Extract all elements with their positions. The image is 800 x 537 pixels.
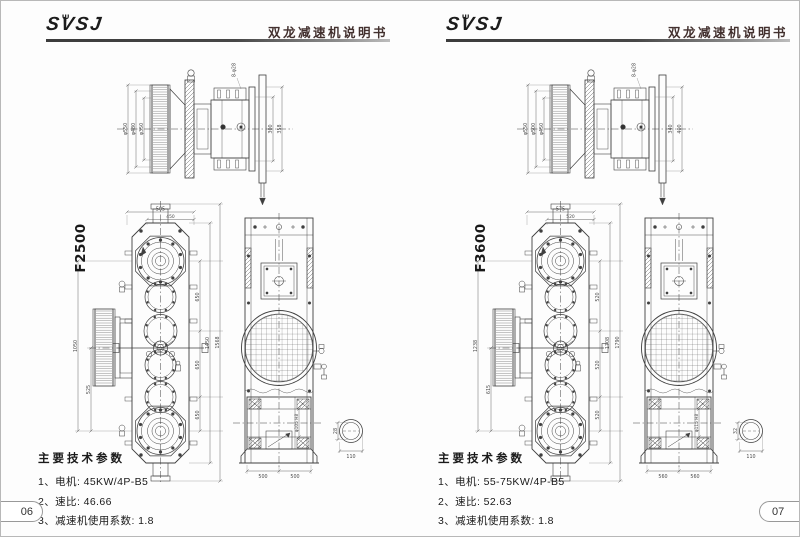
- svg-text:500: 500: [258, 474, 267, 480]
- svg-text:φ550: φ550: [523, 123, 529, 135]
- svg-text:560: 560: [690, 474, 699, 480]
- svg-text:400: 400: [677, 124, 683, 133]
- technical-parameters: 主要技术参数 1、电机: 45KW/4P-B5 2、速比: 46.66 3、减速…: [38, 450, 154, 533]
- svg-text:520: 520: [566, 214, 575, 220]
- svg-text:560: 560: [658, 474, 667, 480]
- header-rule-divider: [446, 39, 790, 42]
- param-service-factor: 3、减速机使用系数: 1.8: [438, 515, 554, 527]
- svg-text:8-φ28: 8-φ28: [632, 63, 638, 77]
- param-ratio: 2、速比: 52.63: [438, 495, 512, 508]
- svg-text:φ105 H8: φ105 H8: [294, 414, 300, 433]
- trident-icon: Ψ: [62, 13, 70, 23]
- svg-text:520: 520: [595, 360, 601, 369]
- param-service-factor: 3、减速机使用系数: 1.8: [38, 515, 154, 527]
- svg-text:1450: 1450: [205, 337, 211, 349]
- param-motor: 1、电机: 45KW/4P-B5: [38, 476, 149, 488]
- technical-parameters: 主要技术参数 1、电机: 55-75KW/4P-B5 2、速比: 52.63 3…: [438, 450, 565, 533]
- page-number-tab: 06: [1, 501, 43, 522]
- page-number: 07: [772, 506, 785, 518]
- svg-text:φ550: φ550: [123, 123, 129, 135]
- header-rule-divider: [46, 39, 390, 42]
- svg-text:525: 525: [86, 385, 92, 394]
- svg-text:110: 110: [746, 454, 755, 460]
- param-ratio: 2、速比: 46.66: [38, 495, 112, 508]
- svg-text:575: 575: [556, 207, 565, 213]
- svg-text:340: 340: [668, 124, 674, 133]
- page-number-tab: 07: [759, 501, 799, 522]
- model-label: F2500: [73, 223, 89, 272]
- svg-text:φ115 H8: φ115 H8: [694, 414, 700, 433]
- parameters-title: 主要技术参数: [38, 453, 125, 465]
- svg-text:φ450: φ450: [539, 123, 545, 135]
- header-title: 双龙减速机说明书: [267, 26, 388, 40]
- svg-text:300: 300: [268, 124, 274, 133]
- svg-text:358: 358: [277, 124, 283, 133]
- svg-text:1708: 1708: [605, 337, 611, 349]
- header-title: 双龙减速机说明书: [667, 26, 788, 40]
- svg-text:φ350: φ350: [139, 123, 145, 135]
- svg-text:1050: 1050: [73, 340, 79, 352]
- svg-text:1238: 1238: [473, 340, 479, 352]
- parameters-title: 主要技术参数: [438, 453, 525, 465]
- page-number: 06: [20, 506, 33, 518]
- svg-text:8-φ28: 8-φ28: [232, 63, 238, 77]
- svg-text:500: 500: [290, 474, 299, 480]
- svg-text:1568: 1568: [215, 336, 221, 348]
- svg-text:520: 520: [595, 410, 601, 419]
- svg-text:28: 28: [333, 428, 339, 434]
- svg-text:450: 450: [166, 214, 175, 220]
- svg-text:1790: 1790: [615, 336, 621, 348]
- svg-text:110: 110: [346, 454, 355, 460]
- svg-text:φ500: φ500: [531, 123, 537, 135]
- svg-text:650: 650: [195, 410, 201, 419]
- svg-text:615: 615: [486, 385, 492, 394]
- svg-text:650: 650: [195, 292, 201, 301]
- svg-text:520: 520: [595, 292, 601, 301]
- trident-icon: Ψ: [462, 13, 470, 23]
- svg-text:650: 650: [195, 360, 201, 369]
- svg-text:32: 32: [733, 428, 739, 434]
- svg-text:φ480: φ480: [131, 123, 137, 135]
- param-motor: 1、电机: 55-75KW/4P-B5: [438, 476, 565, 488]
- svg-text:505: 505: [156, 207, 165, 213]
- model-label: F3600: [473, 223, 489, 272]
